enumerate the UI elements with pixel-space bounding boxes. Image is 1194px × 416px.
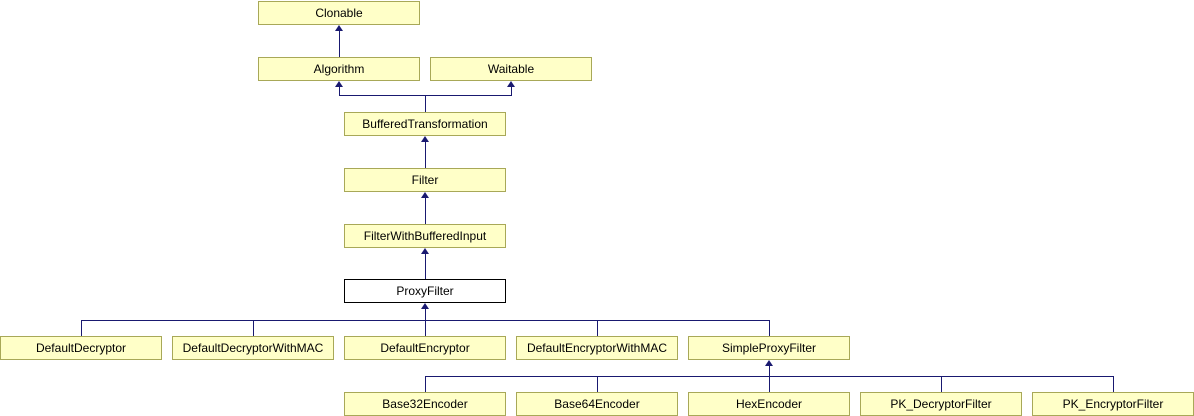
edge-line-filter-to-bufferedtransformation — [425, 142, 426, 168]
class-node-defaultencryptor[interactable]: DefaultEncryptor — [344, 336, 506, 360]
edge-riser-base64encoder — [597, 376, 598, 392]
inheritance-arrowhead-clonable — [335, 25, 343, 31]
edge-line-bufferedtransformation-riser — [425, 95, 426, 112]
inheritance-arrowhead-waitable — [507, 81, 515, 87]
edge-riser-pkencryptorfilter — [1113, 376, 1114, 392]
edge-bus-proxyfilter-children — [81, 320, 770, 321]
edge-riser-defaultdecryptor — [81, 320, 82, 336]
class-node-base32encoder[interactable]: Base32Encoder — [344, 392, 506, 416]
class-node-defaultdecryptorwithmac[interactable]: DefaultDecryptorWithMAC — [172, 336, 334, 360]
class-node-proxyfilter-current: ProxyFilter — [344, 279, 506, 303]
inheritance-arrowhead-simpleproxyfilter — [765, 360, 773, 366]
class-node-filter[interactable]: Filter — [344, 168, 506, 192]
class-node-waitable[interactable]: Waitable — [430, 57, 592, 81]
edge-riser-base32encoder — [425, 376, 426, 392]
edge-line-bus-to-simpleproxyfilter — [769, 366, 770, 392]
edge-line-bus-to-algorithm — [339, 87, 340, 95]
class-node-hexencoder[interactable]: HexEncoder — [688, 392, 850, 416]
edge-riser-simpleproxyfilter — [769, 320, 770, 336]
inheritance-arrowhead-filter — [421, 192, 429, 198]
edge-line-algorithm-to-clonable — [339, 31, 340, 57]
class-node-algorithm[interactable]: Algorithm — [258, 57, 420, 81]
edge-riser-defaultdecryptorwithmac — [253, 320, 254, 336]
edge-line-proxyfilter-to-fwbi — [425, 254, 426, 279]
class-node-bufferedtransformation[interactable]: BufferedTransformation — [344, 112, 506, 136]
class-node-pkencryptorfilter[interactable]: PK_EncryptorFilter — [1032, 392, 1194, 416]
class-node-defaultdecryptor[interactable]: DefaultDecryptor — [0, 336, 162, 360]
class-node-simpleproxyfilter[interactable]: SimpleProxyFilter — [688, 336, 850, 360]
edge-bus-simpleproxyfilter-children — [425, 376, 1114, 377]
inheritance-arrowhead-fwbi — [421, 248, 429, 254]
edge-line-fwbi-to-filter — [425, 198, 426, 224]
inheritance-arrowhead-algorithm — [335, 81, 343, 87]
inheritance-arrowhead-proxyfilter — [421, 303, 429, 309]
class-node-defaultencryptorwithmac[interactable]: DefaultEncryptorWithMAC — [516, 336, 678, 360]
edge-line-bus-to-waitable — [511, 87, 512, 95]
edge-riser-pkdecryptorfilter — [941, 376, 942, 392]
class-node-pkdecryptorfilter[interactable]: PK_DecryptorFilter — [860, 392, 1022, 416]
class-node-filterwithbufferedinput[interactable]: FilterWithBufferedInput — [344, 224, 506, 248]
edge-line-bus-to-proxyfilter — [425, 309, 426, 336]
edge-riser-defaultencryptorwithmac — [597, 320, 598, 336]
inheritance-arrowhead-bufferedtransformation — [421, 136, 429, 142]
class-node-clonable[interactable]: Clonable — [258, 1, 420, 25]
class-node-base64encoder[interactable]: Base64Encoder — [516, 392, 678, 416]
